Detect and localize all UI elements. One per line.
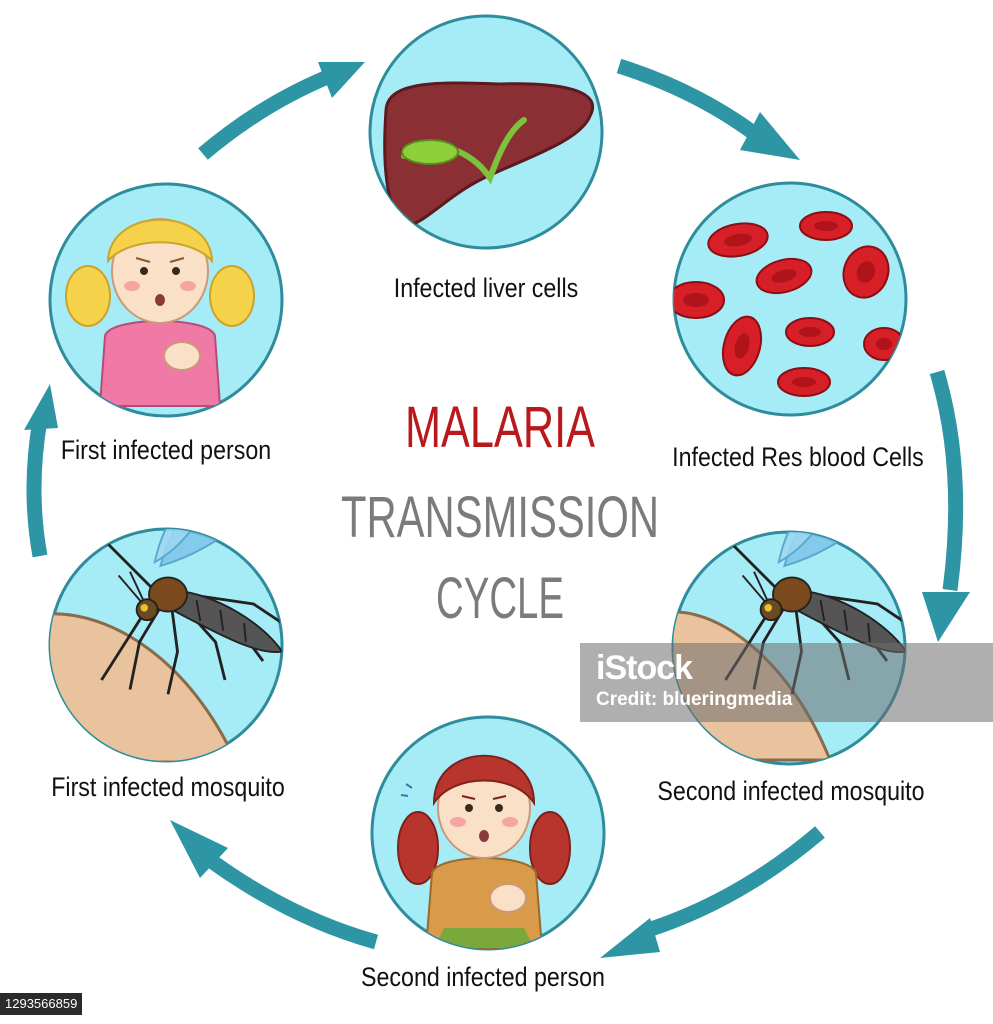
stage-label-person-2: Second infected person bbox=[361, 962, 605, 992]
arrowhead-1 bbox=[318, 62, 365, 98]
title-line-malaria: MALARIA bbox=[405, 395, 595, 460]
red-blood-cells-icon bbox=[674, 211, 905, 397]
arrow-person2-to-mosquito1 bbox=[205, 853, 379, 950]
stock-image-id: 1293566859 bbox=[0, 993, 83, 1015]
title-line-transmission: TRANSMISSION bbox=[341, 485, 659, 550]
arrow-heads bbox=[24, 62, 970, 958]
cycle-arrows bbox=[26, 58, 964, 950]
arrow-liver-to-blood bbox=[616, 58, 760, 141]
stage-first-person: First infected person bbox=[48, 182, 284, 465]
title-line-cycle: CYCLE bbox=[436, 566, 564, 631]
stage-label-mosquito-2: Second infected mosquito bbox=[657, 776, 924, 806]
stage-label-blood: Infected Res blood Cells bbox=[672, 442, 924, 472]
stage-label-person-1: First infected person bbox=[61, 435, 271, 465]
arrowhead-2 bbox=[740, 112, 800, 160]
stage-infected-blood: Infected Res blood Cells bbox=[672, 181, 924, 472]
liver-icon bbox=[383, 81, 594, 227]
arrow-mosquito1-to-person1 bbox=[26, 418, 48, 558]
stage-infected-liver: Infected liver cells bbox=[368, 14, 604, 303]
arrow-person1-to-liver bbox=[198, 69, 333, 160]
stage-second-mosquito: Second infected mosquito bbox=[657, 530, 925, 806]
diagram-title: MALARIA TRANSMISSION CYCLE bbox=[341, 395, 659, 631]
watermark-credit: Credit: blueringmedia bbox=[596, 689, 793, 710]
stage-second-person: Second infected person bbox=[361, 715, 606, 992]
arrowhead-5 bbox=[170, 820, 228, 878]
stage-label-mosquito-1: First infected mosquito bbox=[51, 772, 284, 802]
arrow-mosquito2-to-person2 bbox=[645, 826, 825, 938]
arrowhead-6 bbox=[24, 384, 58, 430]
arrow-blood-to-mosquito2 bbox=[929, 369, 964, 591]
stage-label-liver: Infected liver cells bbox=[394, 273, 578, 303]
stage-first-mosquito: First infected mosquito bbox=[48, 527, 285, 802]
arrowhead-4 bbox=[600, 918, 660, 958]
watermark-panel: iStock Credit: blueringmedia bbox=[580, 643, 993, 722]
istock-logo: iStock bbox=[596, 649, 693, 687]
arrowhead-3 bbox=[922, 592, 970, 642]
